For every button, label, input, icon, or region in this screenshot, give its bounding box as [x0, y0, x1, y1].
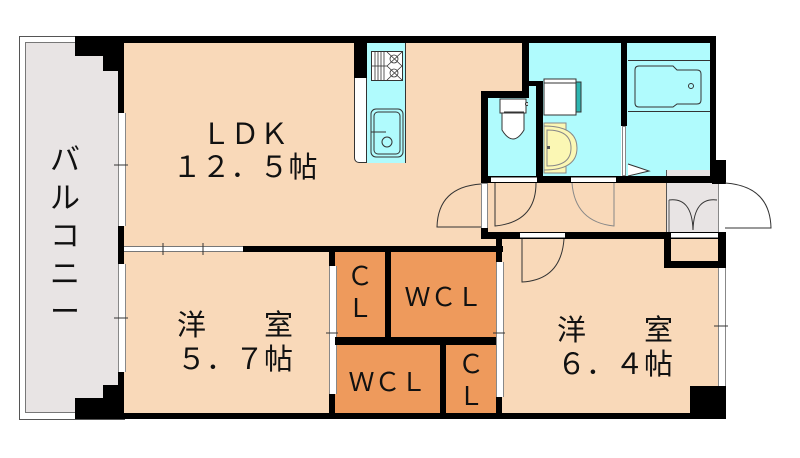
- toilet-icon: [499, 98, 529, 140]
- wall-top-right: [522, 36, 712, 43]
- wall-corner-br: [690, 386, 726, 419]
- walk-in-closet-2-label: ＷＣＬ: [348, 368, 427, 398]
- hallway: [490, 180, 668, 236]
- window-ldk[interactable]: [118, 113, 126, 226]
- balcony-floor: [25, 42, 120, 413]
- wall-wash-top-stub: [529, 81, 543, 86]
- ldk-label-line1: ＬＤＫ: [201, 117, 289, 151]
- wall-closet-middle: [335, 337, 496, 345]
- wall-right-bath: [710, 36, 716, 182]
- wall-corner-bl-step: [103, 385, 123, 400]
- door-swing-western2: [521, 238, 565, 283]
- wall-western2-left-upper: [496, 232, 502, 262]
- wall-left-mid: [118, 226, 124, 264]
- bath-door-icon: [627, 163, 651, 177]
- door-swing-toilet: [494, 182, 537, 227]
- western-room-1-label-line2: ５．７帖: [176, 342, 293, 376]
- wall-toilet-wash: [536, 81, 543, 182]
- walk-in-closet-2: [335, 345, 440, 413]
- wall-ldk-wet-upper: [522, 36, 529, 94]
- wall-wash-bath-door[interactable]: [622, 126, 626, 176]
- wall-closet-right-bottom: [496, 397, 502, 414]
- window-western-2[interactable]: [718, 268, 726, 386]
- closet-1-label-line1: Ｃ: [346, 262, 373, 292]
- western-room-2-label-line2: ６．４帖: [556, 347, 673, 381]
- wall-shoe-bottom: [664, 261, 726, 268]
- wall-closet-left-bottom: [329, 394, 335, 414]
- closet-door-left[interactable]: [329, 266, 337, 394]
- wall-hall-bottom: [481, 232, 726, 239]
- door-swing-washroom: [571, 182, 615, 227]
- washroom-door-opening[interactable]: [571, 177, 616, 182]
- wall-cl1-wcl1: [385, 252, 391, 342]
- sink-icon: [370, 108, 404, 158]
- toilet-door-opening[interactable]: [491, 177, 537, 182]
- wall-top-left: [75, 36, 522, 43]
- bathtub-frame: [628, 60, 711, 112]
- genkan-door-opening[interactable]: [718, 184, 724, 236]
- wall-ldk-western1: [243, 246, 503, 252]
- closet-2-label-line2: Ｌ: [457, 382, 484, 412]
- bathtub-icon: [634, 65, 702, 108]
- door-swing-ldk: [436, 183, 482, 228]
- closet-door-right[interactable]: [496, 262, 504, 397]
- wall-toilet-left: [481, 91, 488, 183]
- wall-toilet-top: [481, 91, 529, 98]
- shoe-closet-door[interactable]: [670, 233, 718, 238]
- closet-2-label-line1: Ｃ: [457, 350, 484, 380]
- ldk-label-line2: １２．５帖: [172, 150, 318, 184]
- sliding-door-ldk-western1[interactable]: [124, 246, 244, 252]
- wall-right-shoe: [718, 234, 726, 268]
- walk-in-closet-1: [391, 252, 496, 337]
- closet-2: [446, 345, 496, 413]
- wall-closet-left-top: [329, 252, 335, 266]
- closet-1-label-line2: Ｌ: [346, 294, 373, 324]
- washing-machine-icon: [543, 78, 582, 116]
- western-room-1: [124, 252, 330, 414]
- wall-hall-left-lower: [481, 228, 488, 239]
- wall-left-upper: [118, 36, 124, 113]
- washbasin-icon: [543, 122, 578, 174]
- western-room-2-label-line1: 洋 室: [556, 313, 673, 347]
- wall-bottom: [75, 413, 726, 419]
- wall-corner-tl: [75, 36, 123, 56]
- door-swing-entrance: [724, 182, 772, 229]
- stove-icon: [371, 51, 403, 81]
- western-2-door-opening[interactable]: [520, 233, 565, 238]
- wall-shoe-left: [664, 232, 671, 266]
- kitchen-wall-stub: [354, 42, 367, 78]
- wall-wcl2-cl2: [440, 340, 446, 414]
- door-swing-shoe-closet: [668, 199, 718, 232]
- closet-1: [335, 252, 385, 337]
- western-room-1-label-line1: 洋 室: [176, 308, 293, 342]
- balcony-label: バルコニー: [50, 143, 80, 330]
- ldk-room: [124, 42, 524, 250]
- walk-in-closet-1-label: ＷＣＬ: [404, 283, 483, 313]
- wall-wash-bath-upper: [621, 42, 627, 126]
